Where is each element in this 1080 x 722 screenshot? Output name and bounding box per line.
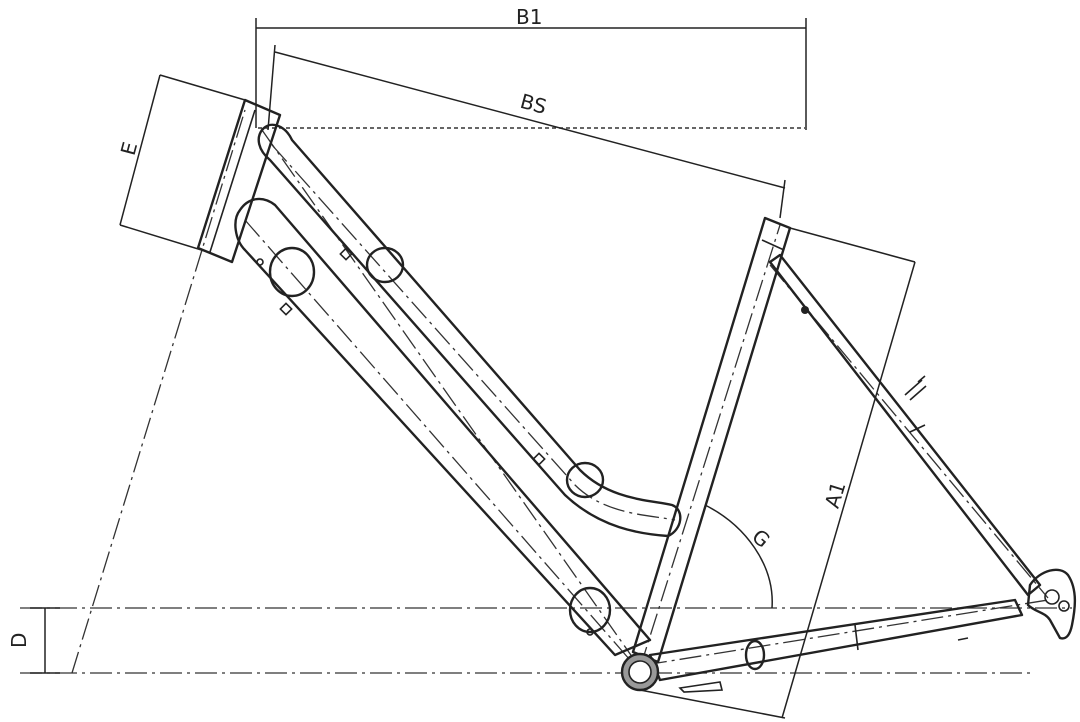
label-e: E bbox=[116, 139, 142, 157]
rear-dropout bbox=[1026, 568, 1077, 640]
tube-cross-section bbox=[565, 461, 605, 499]
down-tube bbox=[234, 197, 652, 657]
seat-stay bbox=[768, 253, 1042, 597]
tube-cross-section bbox=[365, 246, 405, 284]
tube-cross-section bbox=[568, 586, 612, 634]
chain-stay-centerline bbox=[644, 599, 1049, 666]
top-tube-centerline bbox=[261, 129, 641, 669]
head-tube-axis-line bbox=[71, 109, 246, 674]
label-g: G bbox=[747, 524, 774, 552]
dimension-e: E bbox=[116, 74, 246, 253]
centerlines bbox=[20, 109, 1072, 674]
tube-cross-section bbox=[268, 246, 316, 298]
label-a1: A1 bbox=[820, 479, 851, 511]
dimension-d: D bbox=[7, 607, 60, 674]
dimension-b1: B1 bbox=[255, 5, 807, 130]
dimension-bs: BS bbox=[267, 44, 786, 219]
brake-mount-dot bbox=[801, 306, 809, 314]
bottom-bracket bbox=[620, 652, 724, 693]
seat-tube-centerline bbox=[639, 224, 781, 669]
label-d: D bbox=[7, 633, 31, 648]
chain-stay bbox=[648, 598, 1024, 682]
down-tube-centerline bbox=[244, 219, 631, 661]
angle-g: G bbox=[704, 504, 775, 609]
head-tube bbox=[196, 98, 282, 264]
dimension-a1: A1 bbox=[639, 227, 916, 719]
label-b1: B1 bbox=[516, 5, 542, 29]
label-bs: BS bbox=[518, 89, 549, 119]
top-tube bbox=[257, 123, 682, 538]
cable-guides bbox=[256, 247, 594, 636]
seat-tube bbox=[631, 216, 792, 664]
